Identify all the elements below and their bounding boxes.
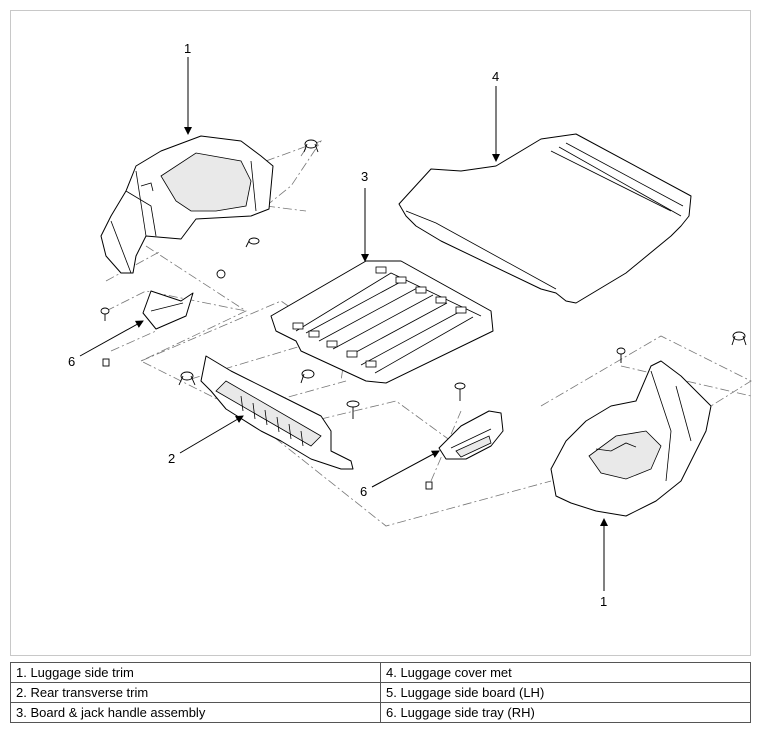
clip-icon xyxy=(425,481,433,490)
legend-item: 6. Luggage side tray (RH) xyxy=(380,702,751,723)
clip-icon xyxy=(216,269,226,279)
clip-icon xyxy=(245,237,260,248)
rear-transverse-trim xyxy=(200,355,354,470)
legend-item: 4. Luggage cover met xyxy=(380,662,751,683)
callout-labels: 1 4 3 6 2 6 1 xyxy=(68,41,607,609)
callout-3: 3 xyxy=(361,169,368,184)
exploded-diagram: 1 4 3 6 2 6 1 xyxy=(10,10,752,656)
callout-2: 2 xyxy=(168,451,175,466)
luggage-cover-mat xyxy=(398,133,692,304)
left-luggage-side-trim xyxy=(100,135,274,274)
clip-icon xyxy=(303,139,319,153)
clip-icon xyxy=(102,358,110,367)
legend-row: 2. Rear transverse trim 5. Luggage side … xyxy=(10,682,751,703)
right-luggage-side-tray xyxy=(438,410,504,460)
leader-arrows xyxy=(79,57,608,591)
clip-icon xyxy=(346,400,360,419)
legend-item: 3. Board & jack handle assembly xyxy=(10,702,381,723)
fasteners xyxy=(100,139,747,490)
legend-row: 1. Luggage side trim 4. Luggage cover me… xyxy=(10,662,751,683)
callout-4: 4 xyxy=(492,69,499,84)
legend-row: 3. Board & jack handle assembly 6. Lugga… xyxy=(10,702,751,723)
clip-icon xyxy=(300,369,315,384)
legend-item: 2. Rear transverse trim xyxy=(10,682,381,703)
clip-icon xyxy=(616,347,626,363)
clip-icon xyxy=(178,371,196,386)
callout-6-left: 6 xyxy=(68,354,75,369)
legend-item: 1. Luggage side trim xyxy=(10,662,381,683)
parts-legend: 1. Luggage side trim 4. Luggage cover me… xyxy=(10,662,751,723)
clip-icon xyxy=(731,331,747,346)
board-jack-handle-assembly xyxy=(270,260,494,384)
callout-1-top: 1 xyxy=(184,41,191,56)
clip-icon xyxy=(100,307,110,321)
callout-1-bottom: 1 xyxy=(600,594,607,609)
clip-icon xyxy=(454,382,466,401)
callout-6-right: 6 xyxy=(360,484,367,499)
legend-item: 5. Luggage side board (LH) xyxy=(380,682,751,703)
left-luggage-side-tray xyxy=(142,290,194,330)
right-luggage-side-trim xyxy=(550,360,712,517)
